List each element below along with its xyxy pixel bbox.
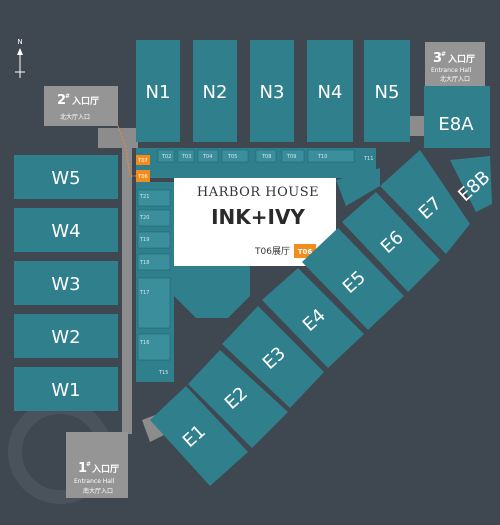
corridor-south [142,414,170,442]
booth-cells [137,149,355,361]
svg-text:T21: T21 [139,194,149,200]
svg-text:2: 2 [57,93,66,108]
hall-w4[interactable] [14,208,118,252]
east-halls [150,86,492,486]
svg-text:#: # [441,51,446,58]
marker-t07-label: T07 [137,158,147,164]
hall-n2-label: N2 [203,82,228,103]
booth-label: T06展厅 [254,246,290,257]
svg-text:1: 1 [78,461,87,476]
svg-text:Entrance Hall: Entrance Hall [74,478,115,485]
svg-text:入口厅: 入口厅 [447,54,475,65]
hall-n1[interactable] [136,40,180,142]
hall-w1[interactable] [14,367,118,411]
svg-text:T03: T03 [181,154,191,160]
svg-text:T05: T05 [227,154,237,160]
svg-text:入口厅: 入口厅 [71,96,99,107]
hall-e4[interactable] [262,268,364,368]
svg-text:T16: T16 [139,340,149,346]
west-halls [14,155,118,411]
svg-text:Entrance Hall: Entrance Hall [431,67,472,74]
svg-text:T11: T11 [363,156,373,162]
hall-e1[interactable] [150,386,248,486]
svg-text:北大厅入口: 北大厅入口 [60,113,90,121]
svg-text:T20: T20 [139,215,149,221]
hall-e2[interactable] [188,350,288,448]
hall-w2[interactable] [14,314,118,358]
hall-w1-label: W1 [51,380,80,401]
hall-w5-label: W5 [51,168,80,189]
hall-n4-label: N4 [318,82,343,103]
svg-text:T19: T19 [139,237,149,243]
marker-t07[interactable] [136,155,150,165]
hall-n3-label: N3 [260,82,285,103]
hall-e8a[interactable] [424,86,490,148]
entrance-3[interactable]: 3 # 入口厅 Entrance Hall 北大厅入口 [425,42,485,86]
svg-text:T09: T09 [286,154,296,160]
hall-w4-label: W4 [51,221,80,242]
north-halls [136,40,410,142]
svg-text:T04: T04 [202,154,212,160]
svg-text:3: 3 [433,51,442,66]
route-line [117,125,136,177]
hall-n1-label: N1 [146,82,171,103]
hall-w5[interactable] [14,155,118,199]
hall-n2[interactable] [193,40,237,142]
hall-n5[interactable] [364,40,410,142]
svg-text:入口厅: 入口厅 [91,464,119,475]
svg-text:南大厅入口: 南大厅入口 [83,487,113,495]
svg-text:北大厅入口: 北大厅入口 [440,75,470,83]
entrance-2[interactable]: 2 # 入口厅 北大厅入口 [44,86,118,126]
hall-e5[interactable] [302,228,404,330]
corridor-west [122,142,132,434]
north-arrow-icon [15,48,25,78]
svg-text:T17: T17 [139,290,149,296]
hall-w3-label: W3 [51,274,80,295]
hall-e7-annex [336,168,380,206]
hall-e6[interactable] [342,192,440,292]
svg-text:T08: T08 [261,154,271,160]
hall-east-annex [174,266,250,318]
entrance-1[interactable]: 1 # 入口厅 Entrance Hall 南大厅入口 [66,432,128,498]
hall-n5-label: N5 [375,82,400,103]
hall-w3[interactable] [14,261,118,305]
svg-text:#: # [65,93,70,100]
marker-t06[interactable] [136,170,150,182]
hall-e8b[interactable] [450,156,492,212]
svg-text:T18: T18 [139,260,149,266]
corridor-north-left [98,128,138,148]
svg-text:T10: T10 [317,154,327,160]
brand-harbor-house: HARBOR HOUSE [197,185,319,200]
svg-text:T15: T15 [158,370,168,376]
svg-text:T02: T02 [161,154,171,160]
marker-t06-label: T06 [137,174,147,180]
hall-n3[interactable] [250,40,294,142]
compass-letter: N [17,38,22,46]
hall-e8a-label: E8A [438,114,474,135]
booth-badge-text: T06 [298,248,313,256]
hall-w2-label: W2 [51,327,80,348]
svg-text:#: # [86,461,91,468]
hall-e7[interactable] [380,150,470,254]
hall-e3[interactable] [222,306,324,408]
brand-ink-ivy: INK+IVY [211,205,305,229]
hall-n4[interactable] [307,40,353,142]
